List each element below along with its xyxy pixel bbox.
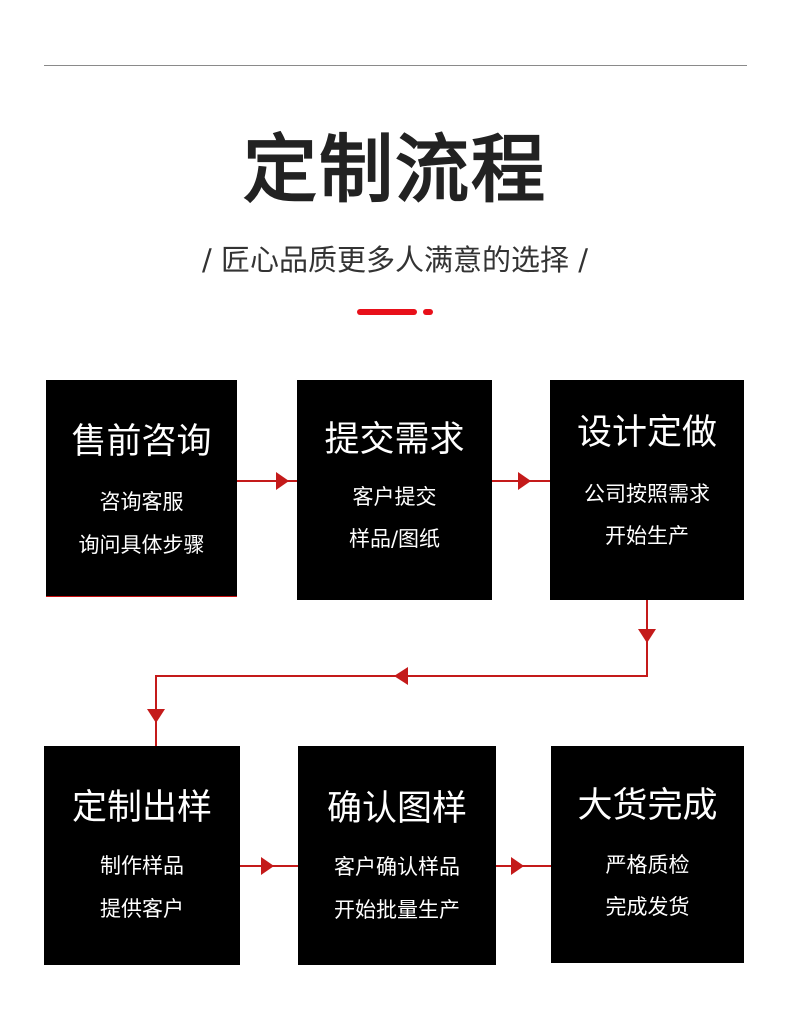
- accent-bar-long: [357, 309, 417, 315]
- arrow-right-icon: [276, 472, 289, 490]
- step-box-design-customize: 设计定做 公司按照需求 开始生产: [550, 380, 744, 600]
- accent-bar-short: [423, 309, 433, 315]
- step-desc: 严格质检: [605, 853, 690, 877]
- page-subtitle: / 匠心品质更多人满意的选择 /: [202, 243, 588, 277]
- arrow-down-icon: [147, 709, 165, 723]
- step-desc: 公司按照需求: [584, 482, 710, 506]
- arrow-right-icon: [261, 857, 274, 875]
- arrow-right-icon: [511, 857, 524, 875]
- step-desc: 提供客户: [100, 897, 184, 921]
- step-desc: 客户确认样品: [334, 855, 460, 879]
- step-box-submit-requirements: 提交需求 客户提交 样品/图纸: [297, 380, 492, 600]
- step-box-confirm-sample: 确认图样 客户确认样品 开始批量生产: [298, 746, 496, 965]
- arrow-down-icon: [638, 629, 656, 643]
- step-title: 设计定做: [576, 413, 717, 453]
- step-desc: 制作样品: [100, 854, 184, 878]
- arrow-right-icon: [518, 472, 531, 490]
- arrow-left-icon: [394, 667, 408, 685]
- step-desc: 询问具体步骤: [78, 533, 205, 557]
- step-title: 售前咨询: [71, 422, 212, 462]
- step-desc: 完成发货: [605, 895, 690, 919]
- step-desc: 开始批量生产: [334, 898, 460, 922]
- step-box-bulk-complete: 大货完成 严格质检 完成发货: [551, 746, 744, 963]
- step-box-make-sample: 定制出样 制作样品 提供客户: [44, 746, 240, 965]
- step-desc: 样品/图纸: [348, 527, 441, 551]
- step-box-presales-consulting: 售前咨询 咨询客服 询问具体步骤: [46, 380, 237, 597]
- step-title: 大货完成: [577, 786, 718, 826]
- step-title: 定制出样: [71, 788, 212, 828]
- step-desc: 开始生产: [605, 524, 689, 548]
- step-title: 确认图样: [326, 789, 467, 829]
- top-divider: [44, 65, 747, 66]
- step-title: 提交需求: [324, 420, 465, 460]
- page-title: 定制流程: [243, 127, 547, 213]
- step-desc: 客户提交: [352, 485, 437, 509]
- step-desc: 咨询客服: [99, 490, 184, 514]
